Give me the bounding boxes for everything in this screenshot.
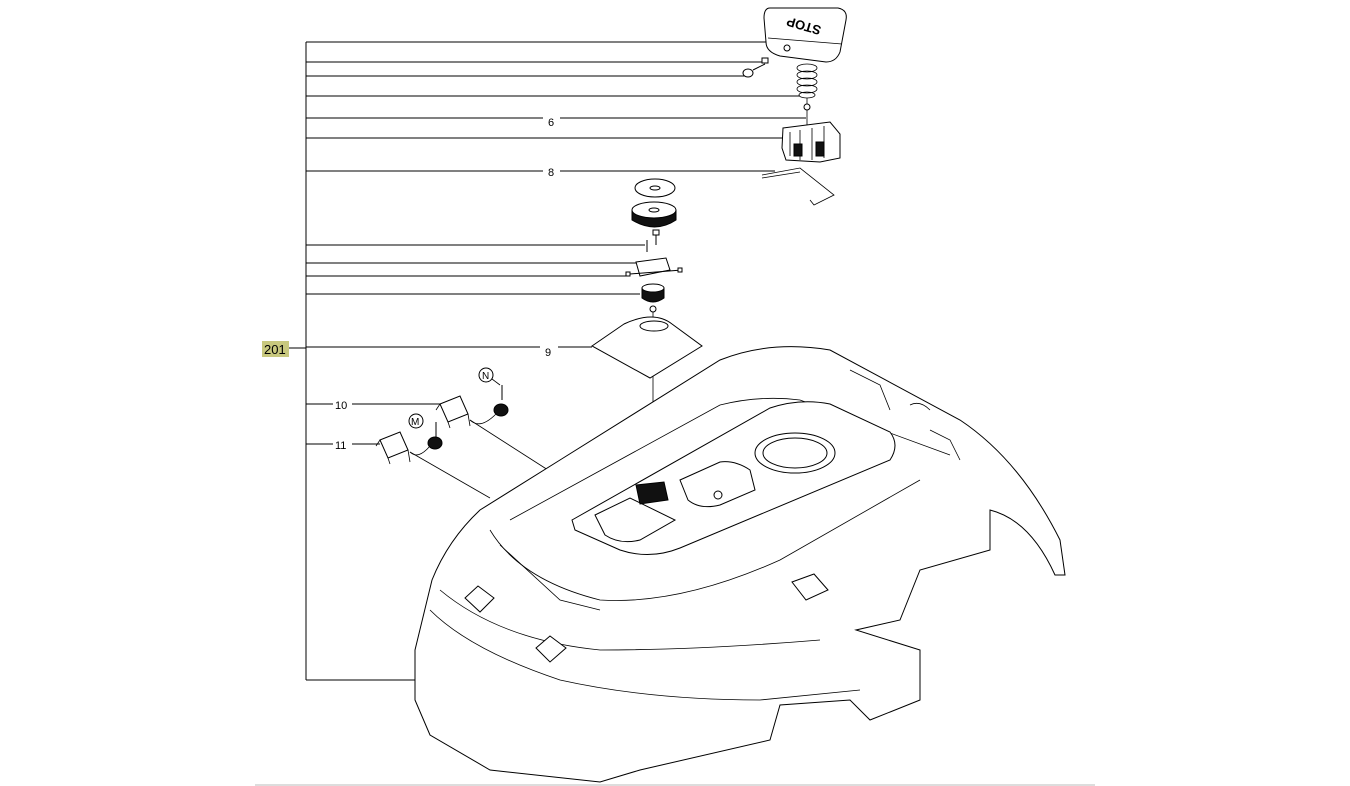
assembly-number: 201 xyxy=(264,342,286,357)
magnet-part-n: N xyxy=(469,367,509,425)
assembly-label-201[interactable]: 201 xyxy=(262,341,289,357)
sensor-bracket-11 xyxy=(375,431,411,465)
stop-button-cap[interactable]: STOP xyxy=(763,7,847,63)
callout-11[interactable]: 11 xyxy=(335,440,346,452)
callout-9[interactable]: 9 xyxy=(545,347,551,359)
leader-lines xyxy=(306,41,806,681)
screw-part xyxy=(742,57,769,78)
marker-m: M xyxy=(411,417,419,428)
knob-holder xyxy=(625,257,683,277)
switch-housing-part xyxy=(781,121,841,163)
callout-6[interactable]: 6 xyxy=(548,117,554,129)
callout-10[interactable]: 10 xyxy=(335,400,347,412)
rotary-knob xyxy=(631,201,677,228)
callout-8[interactable]: 8 xyxy=(548,167,554,179)
spring-part xyxy=(796,63,818,138)
gear-part xyxy=(641,283,665,313)
mower-body-shell xyxy=(414,346,1066,783)
marker-n: N xyxy=(482,371,489,382)
knob-pins xyxy=(646,229,660,252)
magnet-part-m: M xyxy=(408,413,443,456)
sensor-bracket-10 xyxy=(435,395,471,429)
wire-bracket-part xyxy=(761,167,835,206)
knob-washer xyxy=(634,178,676,198)
gasket-part xyxy=(591,316,703,379)
